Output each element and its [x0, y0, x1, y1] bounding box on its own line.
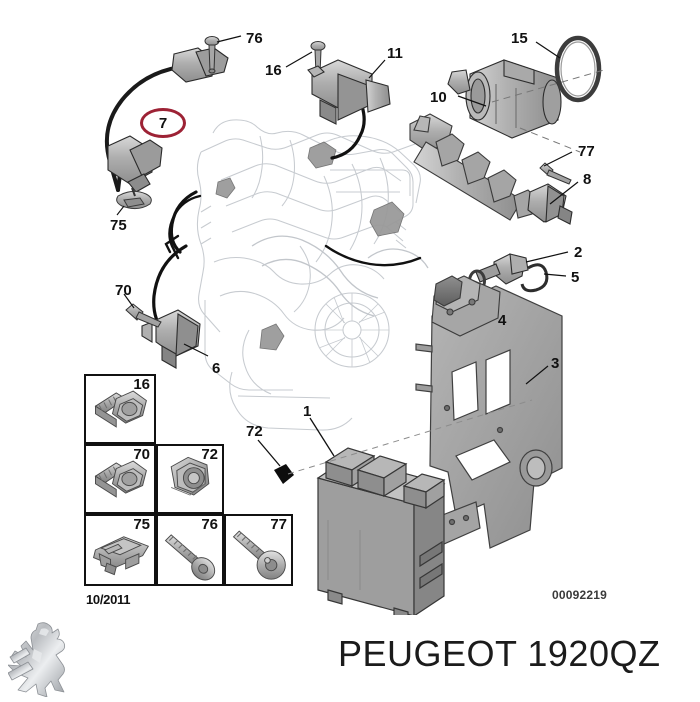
spring-clip-icon	[86, 516, 154, 584]
diagram-artwork	[104, 35, 605, 615]
callout-10: 10	[430, 89, 447, 106]
callout-16: 16	[265, 62, 282, 79]
footer-bar: PEUGEOT 1920QZ	[0, 615, 700, 700]
part-8-pressure-sensor	[527, 183, 573, 225]
axis-line-72	[287, 399, 533, 475]
legend-number-76: 76	[201, 516, 218, 533]
engine-accents	[215, 141, 405, 351]
part-70-bolt	[125, 303, 162, 328]
leader-72	[257, 439, 281, 467]
callout-4: 4	[498, 312, 507, 329]
callout-8: 8	[583, 171, 592, 188]
brand-title: PEUGEOT 1920QZ	[338, 633, 661, 674]
leader-75	[116, 205, 125, 216]
hex-flange-bolt-icon	[86, 376, 154, 442]
part-1-engine-control-unit	[316, 447, 446, 615]
leader-77-right	[543, 151, 573, 167]
part-72-marker	[274, 464, 294, 484]
part-15-o-ring	[554, 35, 602, 103]
revision-date: 10/2011	[86, 592, 131, 607]
leader-1	[309, 417, 335, 457]
leader-70	[123, 293, 135, 309]
legend-cell-76: 76	[156, 514, 224, 586]
leader-2	[525, 251, 569, 263]
axis-line-77	[519, 127, 581, 153]
part-77-bolt-right	[539, 162, 572, 185]
callout-2: 2	[574, 244, 583, 261]
torx-screw-icon	[158, 516, 222, 584]
callout-70: 70	[115, 282, 132, 299]
part-3-ecu-bracket	[415, 285, 563, 549]
leader-6	[183, 343, 209, 357]
callout-6: 6	[212, 360, 221, 377]
part-6-position-sensor	[141, 309, 201, 369]
flange-nut-icon	[158, 446, 222, 512]
leader-11	[368, 59, 386, 79]
part-2-temperature-sensor	[475, 253, 529, 285]
legend-cell-16: 16	[84, 374, 156, 444]
harness-tertiary	[164, 194, 422, 267]
legend-cell-77: 77	[224, 514, 293, 586]
legend-cell-70: 70	[84, 444, 156, 514]
legend-cell-72: 72	[156, 444, 224, 514]
leader-8	[549, 181, 579, 205]
leader-16	[285, 51, 313, 68]
callout-1: 1	[303, 403, 312, 420]
leader-76	[216, 35, 242, 43]
axis-line-15	[491, 69, 605, 103]
callout-15: 15	[511, 30, 528, 47]
part-11-pressure-sensor	[307, 59, 391, 125]
legend-number-72: 72	[201, 446, 218, 463]
callout-77: 77	[578, 143, 595, 160]
callout-5: 5	[571, 269, 580, 286]
legend-number-77: 77	[270, 516, 287, 533]
callout-72: 72	[246, 423, 263, 440]
peugeot-lion-logo	[7, 619, 80, 698]
part-10-air-flow-meter	[447, 59, 562, 139]
diagram-reference-number: 00092219	[552, 588, 607, 602]
torx-screw-round-icon	[226, 516, 291, 584]
leader-10	[457, 95, 487, 107]
callout-76: 76	[246, 30, 263, 47]
legend-number-75: 75	[133, 516, 150, 533]
legend-cell-75: 75	[84, 514, 156, 586]
leader-5	[543, 273, 567, 277]
callout-75: 75	[110, 217, 127, 234]
part-5-retaining-clip	[520, 263, 549, 293]
legend-number-70: 70	[133, 446, 150, 463]
leader-3	[525, 365, 549, 385]
part-76-screw	[204, 36, 220, 74]
callout-3: 3	[551, 355, 560, 372]
part-75-clip	[116, 187, 152, 210]
fastener-legend-table: 16 70	[84, 374, 293, 586]
leader-15	[535, 41, 561, 59]
callout-11: 11	[387, 45, 403, 62]
bracket-upper-plate	[431, 275, 501, 337]
callout-7: 7	[140, 108, 186, 138]
legend-number-16: 16	[133, 376, 150, 393]
hex-flange-bolt-icon	[86, 446, 154, 512]
